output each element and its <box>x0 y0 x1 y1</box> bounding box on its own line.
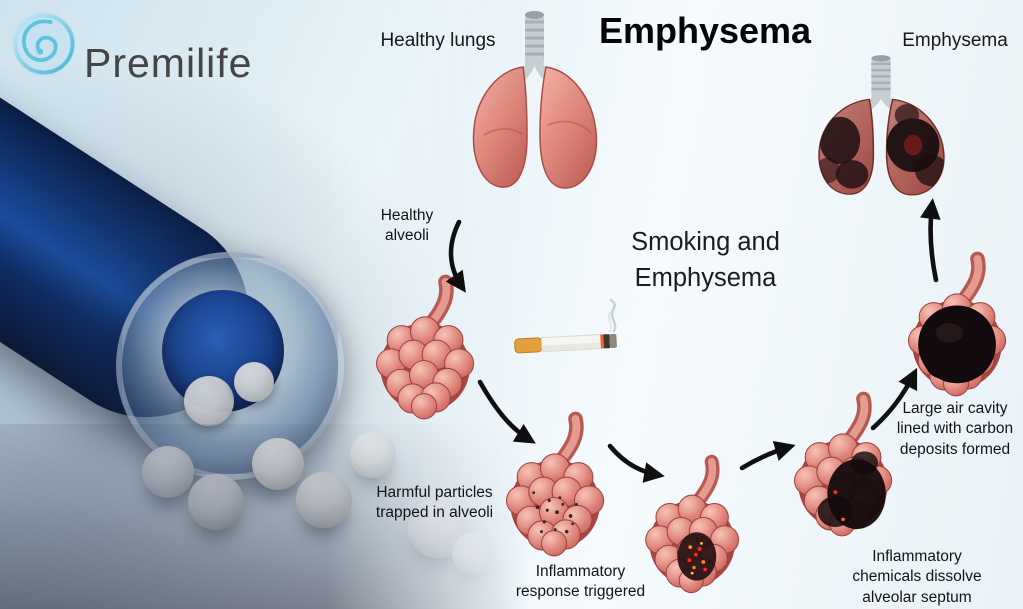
pellet-in-cap <box>234 362 274 402</box>
brand-name: Premilife <box>84 40 253 86</box>
stage-label-harmful-particles: Harmful particles trapped in alveoli <box>375 484 494 522</box>
pellet-in-cap <box>184 376 234 426</box>
carbon-cavity <box>918 305 996 384</box>
cigarette-ember <box>600 334 605 349</box>
harmful-particles-alveoli-illustration <box>506 415 605 557</box>
healthy-lungs-illustration <box>472 6 598 189</box>
dissolving-septum-alveoli-illustration <box>794 395 893 537</box>
carbon-damage-patch <box>817 451 886 530</box>
cigarette-ash <box>609 333 617 348</box>
stage-label-inflammatory-response: Inflammatory response triggered <box>515 563 646 601</box>
page-title: Emphysema <box>598 10 812 51</box>
stage-label-healthy-alveoli: Healthy alveoli <box>380 207 434 245</box>
healthy-alveoli-illustration <box>376 278 475 420</box>
premilife-logo-icon <box>11 11 77 77</box>
smoke-wisp <box>609 298 617 333</box>
healthy-lungs-label: Healthy lungs <box>380 30 496 51</box>
cigarette-filter <box>514 337 543 354</box>
stage-label-large-air-cavity: Large air cavity lined with carbon depos… <box>896 400 1014 458</box>
photo-floor-shadow <box>0 424 545 609</box>
inflammation-patch <box>677 532 717 581</box>
inflammatory-response-alveoli-illustration <box>645 458 740 594</box>
large-air-cavity-illustration <box>908 255 1007 397</box>
center-caption: Smoking and Emphysema <box>631 228 780 293</box>
remedy-tube-cap <box>116 252 344 480</box>
cigarette-icon <box>514 298 617 354</box>
stage-label-inflammatory-chemicals: Inflammatory chemicals dissolve alveolar… <box>852 548 982 606</box>
emphysema-lungs-illustration <box>818 52 945 196</box>
homeopathy-remedy-photo <box>0 0 545 609</box>
trapped-particles-dots <box>532 491 578 534</box>
emphysema-lungs-label: Emphysema <box>902 30 1008 51</box>
